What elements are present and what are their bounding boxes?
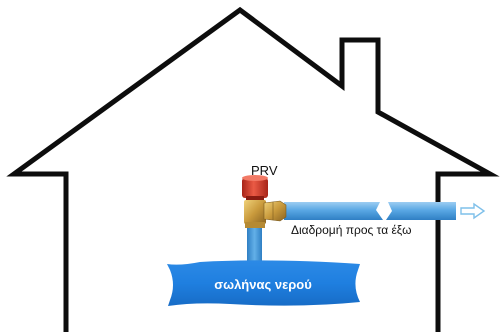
discharge-pipe-segment-1 (284, 202, 383, 220)
arrow-right-icon (460, 202, 486, 220)
house-outline (6, 6, 500, 332)
water-pipe-label: σωλήνας νερού (214, 277, 312, 292)
riser-pipe (247, 224, 262, 268)
valve-label: PRV (251, 163, 278, 178)
discharge-route-label: Διαδρομή προς τα έξω (291, 223, 412, 237)
pressure-relief-valve-icon (242, 175, 287, 228)
water-pipe-main (167, 260, 360, 306)
discharge-pipe-segment-2 (386, 202, 456, 220)
